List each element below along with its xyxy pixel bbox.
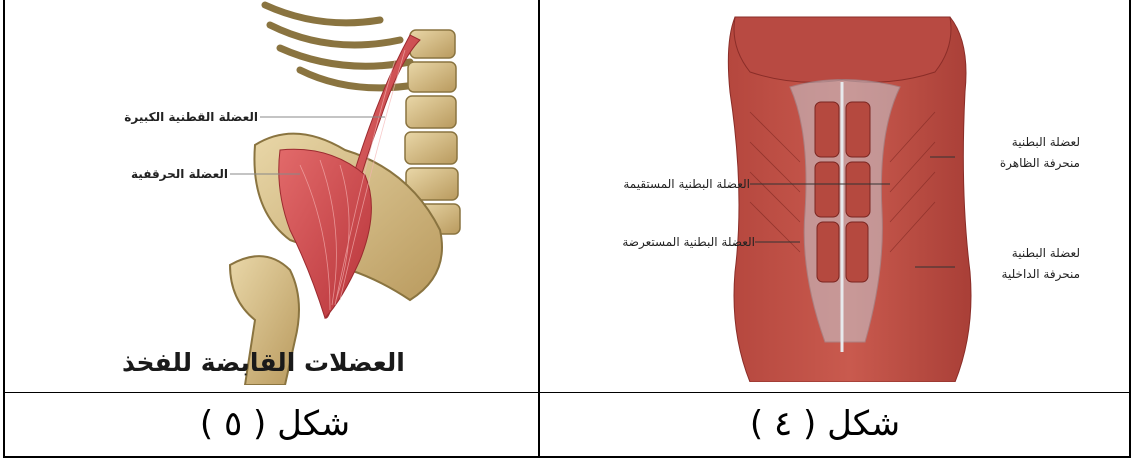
abdominal-drawing <box>610 12 1070 382</box>
row-divider <box>3 392 1131 393</box>
label-internal-oblique-line2: منحرفة الداخلية <box>980 267 1080 281</box>
label-external-oblique-line2: منحرفة الظاهرة <box>980 156 1080 170</box>
label-rectus-abdominis: العضلة البطنية المستقيمة <box>620 177 750 191</box>
figure-5-caption: شكل ( ٥ ) <box>170 404 380 454</box>
abdominal-muscles-illustration <box>610 12 1070 382</box>
chest <box>734 17 951 82</box>
label-external-oblique-line1: لعضلة البطنية <box>980 135 1080 149</box>
hip-flexors-illustration <box>80 0 470 385</box>
figure-4-caption: شكل ( ٤ ) <box>720 404 930 454</box>
column-divider <box>538 0 540 458</box>
label-iliacus: العضلة الحرقفية <box>88 167 228 181</box>
label-transverse-abdominis: العضلة البطنية المستعرضة <box>600 235 755 249</box>
figure-5-title: العضلات القابضة للفخذ <box>122 348 405 377</box>
label-psoas-major: العضلة القطنية الكبيرة <box>88 110 258 124</box>
hip-flexors-drawing <box>80 0 470 385</box>
label-internal-oblique-line1: لعضلة البطنية <box>980 246 1080 260</box>
